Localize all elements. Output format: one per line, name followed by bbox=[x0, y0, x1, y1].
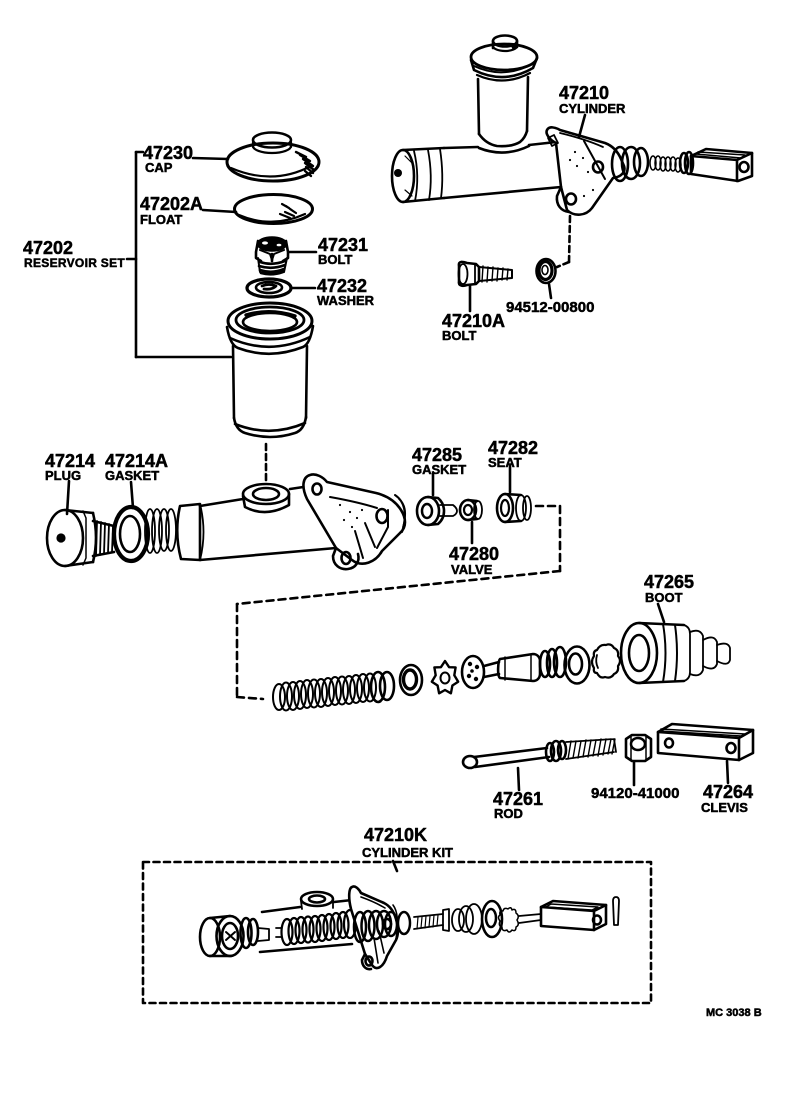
svg-text:47280: 47280 bbox=[449, 544, 499, 564]
svg-text:CLEVIS: CLEVIS bbox=[701, 800, 748, 815]
svg-text:MC 3038 B: MC 3038 B bbox=[706, 1007, 762, 1019]
svg-text:47202: 47202 bbox=[23, 238, 73, 258]
svg-text:47210K: 47210K bbox=[364, 825, 427, 845]
svg-text:47264: 47264 bbox=[703, 782, 753, 802]
svg-text:47282: 47282 bbox=[488, 438, 538, 458]
svg-text:47230: 47230 bbox=[143, 143, 193, 163]
svg-text:47210: 47210 bbox=[559, 83, 609, 103]
svg-text:BOLT: BOLT bbox=[318, 252, 352, 267]
svg-text:94120-41000: 94120-41000 bbox=[591, 785, 679, 802]
svg-text:SEAT: SEAT bbox=[488, 455, 522, 470]
svg-text:CYLINDER: CYLINDER bbox=[559, 101, 626, 116]
svg-text:47202A: 47202A bbox=[140, 194, 203, 214]
svg-text:47285: 47285 bbox=[412, 445, 462, 465]
svg-text:47210A: 47210A bbox=[442, 311, 505, 331]
svg-text:VALVE: VALVE bbox=[451, 562, 493, 577]
svg-text:GASKET: GASKET bbox=[105, 468, 159, 483]
svg-text:47265: 47265 bbox=[644, 572, 694, 592]
svg-text:BOLT: BOLT bbox=[442, 328, 476, 343]
svg-text:94512-00800: 94512-00800 bbox=[506, 299, 594, 316]
svg-text:ROD: ROD bbox=[494, 806, 523, 821]
svg-text:47214: 47214 bbox=[45, 451, 95, 471]
svg-text:BOOT: BOOT bbox=[645, 590, 683, 605]
svg-text:47261: 47261 bbox=[493, 789, 543, 809]
svg-text:FLOAT: FLOAT bbox=[140, 212, 182, 227]
svg-text:47231: 47231 bbox=[318, 235, 368, 255]
svg-text:47214A: 47214A bbox=[105, 451, 168, 471]
svg-text:PLUG: PLUG bbox=[45, 468, 81, 483]
svg-text:WASHER: WASHER bbox=[317, 293, 375, 308]
svg-text:CAP: CAP bbox=[145, 160, 173, 175]
svg-text:CYLINDER KIT: CYLINDER KIT bbox=[362, 845, 453, 860]
svg-text:RESERVOIR SET: RESERVOIR SET bbox=[24, 256, 125, 270]
svg-text:GASKET: GASKET bbox=[412, 462, 466, 477]
svg-text:47232: 47232 bbox=[317, 276, 367, 296]
